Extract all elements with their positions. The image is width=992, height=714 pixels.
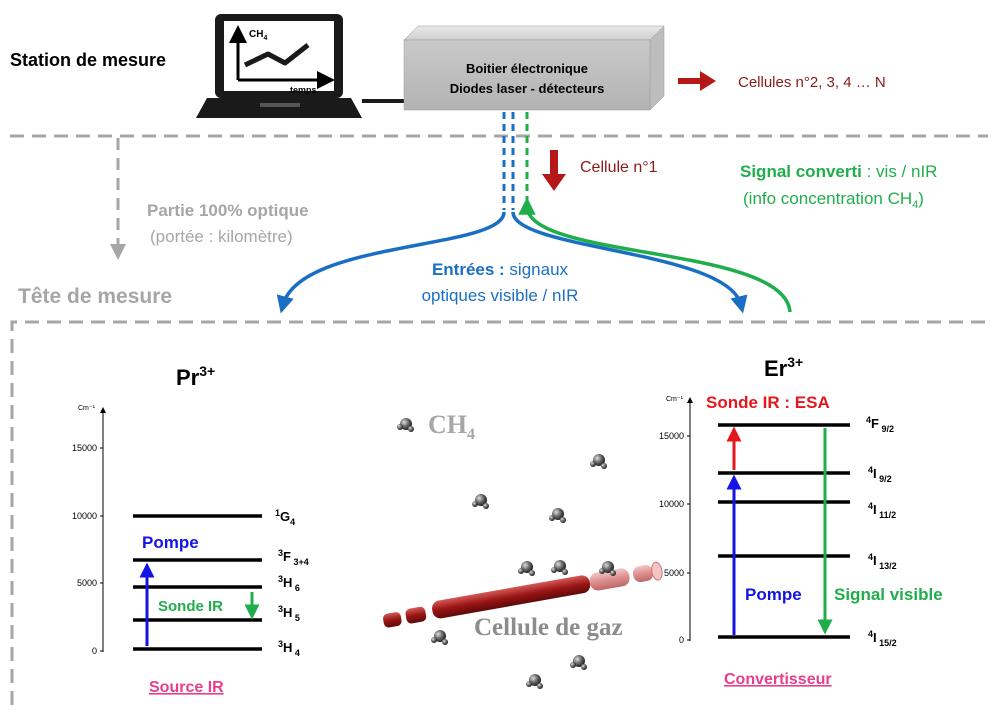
er-axis-unit: Cm⁻¹ xyxy=(666,396,684,403)
ch4-molecule-icon xyxy=(551,560,568,575)
screen-temps-label: temps xyxy=(290,85,317,95)
pr-tick-label: 0 xyxy=(92,646,97,656)
pr-footer: Source IR xyxy=(149,679,224,696)
station-label: Station de mesure xyxy=(10,50,166,70)
cell1-label: Cellule n°1 xyxy=(580,159,658,176)
er-level-label: 4I 9/2 xyxy=(868,465,892,484)
inputs-line1: Entrées : signaux xyxy=(432,260,569,279)
box-label-line1: Boitier électronique xyxy=(466,61,588,76)
er-ticks: 15000 10000 5000 0 xyxy=(659,431,690,645)
box-label-line2: Diodes laser - détecteurs xyxy=(450,81,605,96)
optical-line1: Partie 100% optique xyxy=(147,201,309,220)
inputs-line2: optiques visible / nIR xyxy=(422,286,579,305)
er-level-label: 4I 11/2 xyxy=(868,501,896,520)
optical-arrow-head-icon xyxy=(110,244,126,260)
er-esa-label: Sonde IR : ESA xyxy=(706,393,830,412)
screen-ch4-label: CH4 xyxy=(249,29,267,42)
pr-tick-label: 15000 xyxy=(72,443,97,453)
gas-ch4-label: CH4 xyxy=(428,410,475,443)
er-tick-label: 5000 xyxy=(664,568,684,578)
pr-title: Pr3+ xyxy=(176,363,215,390)
ch4-molecule-icon xyxy=(431,630,448,645)
tete-label: Tête de mesure xyxy=(18,285,172,308)
laptop-icon: CH4 temps xyxy=(196,14,362,118)
pr-level-label: 3H 6 xyxy=(278,574,300,593)
ch4-molecule-icon xyxy=(518,561,535,576)
cell1-arrow-icon xyxy=(542,150,566,191)
ch4-molecule-icon xyxy=(599,561,616,576)
er-level-label: 4F 9/2 xyxy=(866,415,894,434)
er-level-label: 4I 13/2 xyxy=(868,552,897,571)
er-level-label: 4I 15/2 xyxy=(868,629,897,648)
signal-converted-line2: (info concentration CH4) xyxy=(743,189,924,211)
ch4-molecule-icon xyxy=(590,454,607,469)
er-tick-label: 10000 xyxy=(659,499,684,509)
ch4-molecule-icon xyxy=(549,508,566,523)
gas-tube xyxy=(383,561,663,628)
er-pump-label: Pompe xyxy=(745,585,802,604)
pr-pump-label: Pompe xyxy=(142,533,199,552)
signal-converted-line1: Signal converti : vis / nIR xyxy=(740,162,937,181)
optical-line2: (portée : kilomètre) xyxy=(150,227,293,246)
ch4-molecule-icon xyxy=(397,418,414,432)
ch4-molecule-icon xyxy=(570,655,587,670)
pr-sonde-label: Sonde IR xyxy=(158,598,223,615)
er-signal-label: Signal visible xyxy=(834,585,943,604)
er-footer: Convertisseur xyxy=(724,671,832,688)
pr-tick-label: 5000 xyxy=(77,578,97,588)
gas-cell: CH4 Cellule de gaz xyxy=(383,410,663,689)
fibers xyxy=(276,112,792,314)
cells-arrow-icon xyxy=(678,71,716,91)
tete-frame xyxy=(10,320,988,705)
er-tick-label: 0 xyxy=(679,635,684,645)
electronic-box: Boitier électronique Diodes laser - déte… xyxy=(403,25,665,111)
er-energy-diagram: Er3+ Cm⁻¹ 15000 10000 5000 0 4F 9/2 4I 9… xyxy=(659,354,943,688)
ch4-molecule-icon xyxy=(472,494,489,509)
er-tick-label: 15000 xyxy=(659,431,684,441)
pr-energy-diagram: Pr3+ Cm⁻¹ 15000 10000 5000 0 1G4 3F 3+4 … xyxy=(72,363,309,696)
cells-label: Cellules n°2, 3, 4 … N xyxy=(738,74,886,91)
pr-level-label: 1G4 xyxy=(275,508,295,527)
pr-level-label: 3H 5 xyxy=(278,604,300,623)
pr-level-label: 3F 3+4 xyxy=(278,548,309,567)
pr-axis-unit: Cm⁻¹ xyxy=(78,405,96,412)
pr-ticks: 15000 10000 5000 0 xyxy=(72,443,103,656)
pr-level-label: 3H 4 xyxy=(278,639,300,658)
er-title: Er3+ xyxy=(764,354,803,381)
gas-cell-label: Cellule de gaz xyxy=(474,614,623,641)
pr-tick-label: 10000 xyxy=(72,511,97,521)
ch4-molecule-icon xyxy=(526,674,543,689)
